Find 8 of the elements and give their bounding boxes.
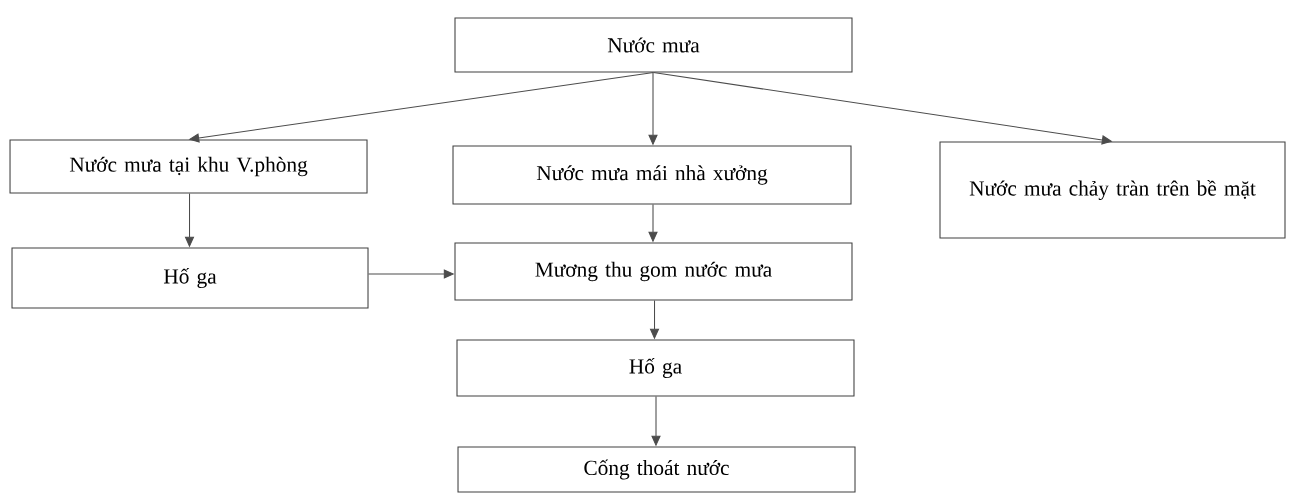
process-box: Hố ga — [456, 339, 855, 397]
process-box: Nước mưa chảy tràn trên bề mặt — [939, 141, 1286, 239]
process-box: Hố ga — [11, 247, 369, 309]
process-box: Nước mưa tại khu V.phòng — [9, 139, 368, 194]
process-box: Mương thu gom nước mưa — [454, 242, 853, 301]
process-box: Nước mưa mái nhà xưởng — [452, 145, 852, 205]
process-box: Nước mưa — [454, 17, 853, 73]
process-box: Cống thoát nước — [457, 446, 856, 493]
